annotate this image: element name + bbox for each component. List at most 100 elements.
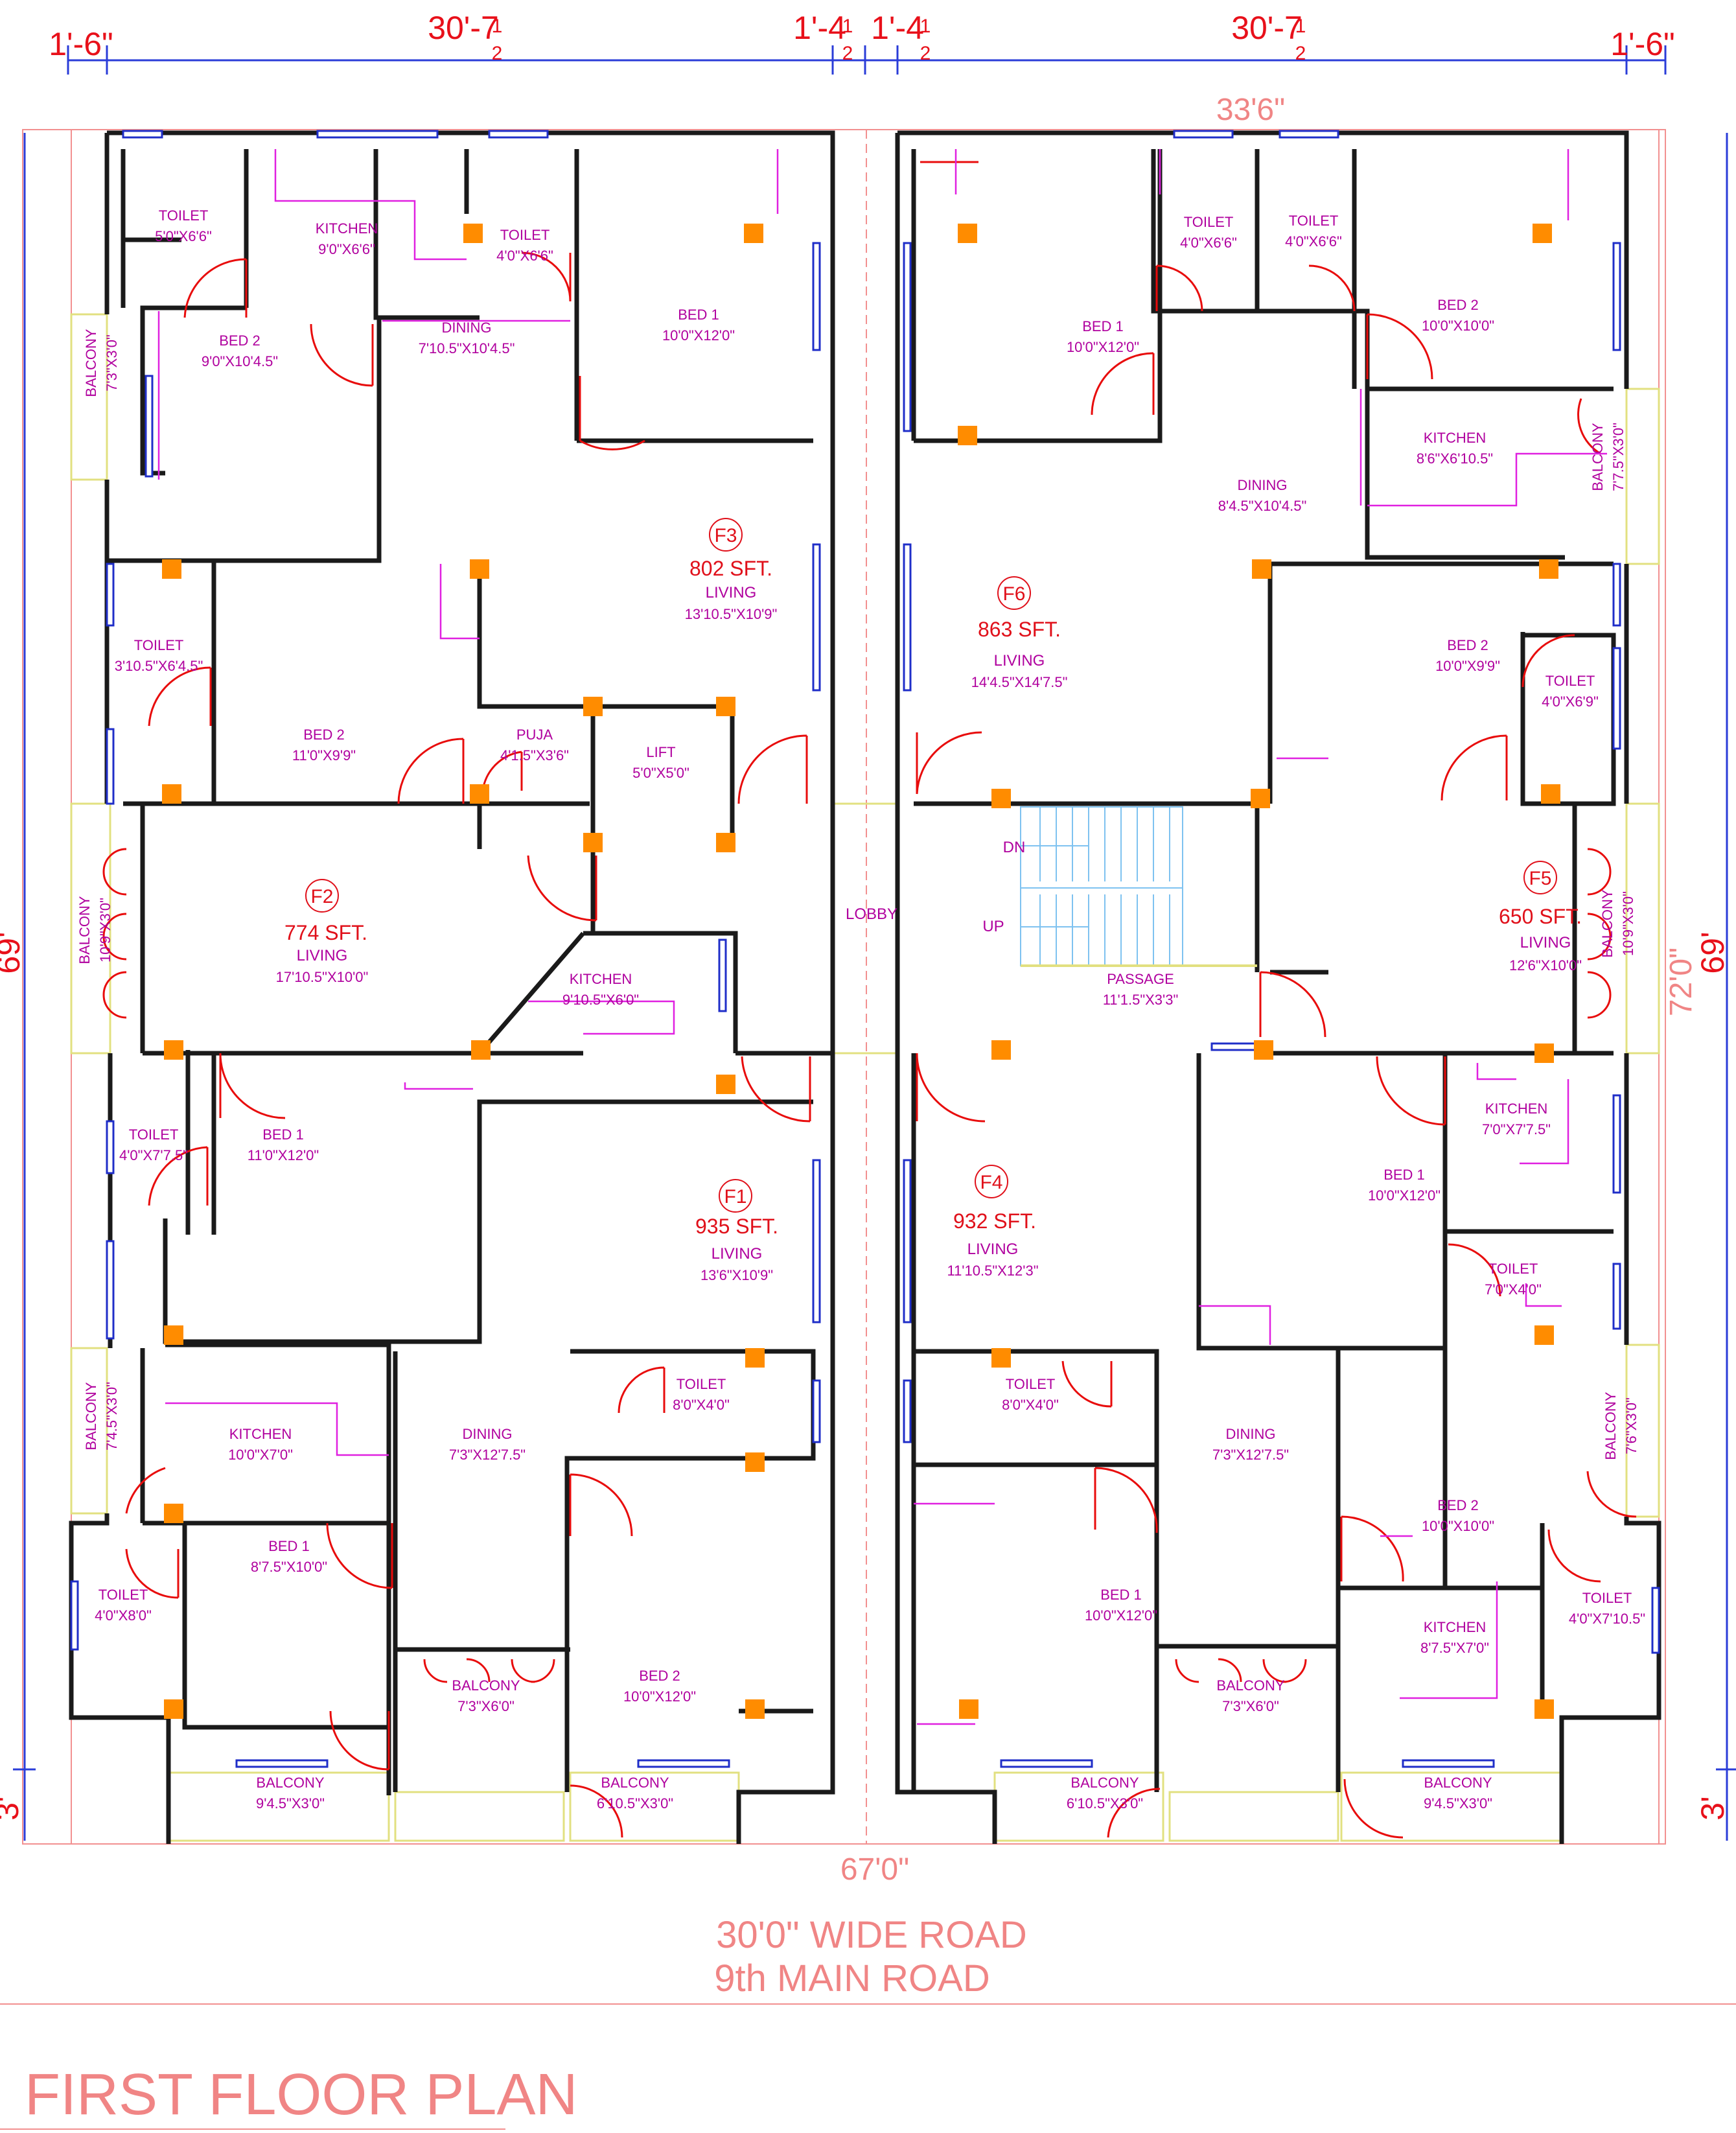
- room-size: 4'0"X7'10.5": [1569, 1611, 1645, 1627]
- unit-f6-id: F6: [1002, 583, 1025, 605]
- room-size: 4'1.5"X3'6": [500, 747, 569, 763]
- road-line-2: 9th MAIN ROAD: [714, 1957, 990, 1999]
- room-name: TOILET: [677, 1376, 726, 1392]
- column-marker: [1252, 559, 1271, 579]
- page-title: FIRST FLOOR PLAN: [25, 2062, 578, 2127]
- room-name: TOILET: [134, 637, 184, 653]
- room-toilet: TOILET 4'0"X6'6": [496, 227, 553, 264]
- room-bed-2: BED 29'0"X10'4.5": [202, 332, 278, 369]
- room-name: BALCONY: [83, 1382, 99, 1450]
- room-name: TOILET: [129, 1126, 179, 1143]
- room-name: KITCHEN: [1424, 1619, 1487, 1635]
- room-size: 8'7.5"X7'0": [1420, 1640, 1489, 1656]
- column-marker: [716, 1075, 735, 1094]
- room-name: DINING: [463, 1426, 513, 1442]
- column-marker: [162, 784, 181, 804]
- room-balcony: BALCONY 7'4.5"X3'0": [83, 1382, 120, 1451]
- column-marker: [164, 1040, 183, 1060]
- room-size: 9'0"X10'4.5": [202, 353, 278, 369]
- room-balcony: BALCONY 9'4.5"X3'0": [1424, 1775, 1492, 1812]
- column-marker: [959, 1699, 978, 1719]
- room-size: 7'3"X3'0": [104, 334, 120, 391]
- room-size: 7'3"X6'0": [457, 1698, 515, 1714]
- room-name: BALCONY: [1424, 1775, 1492, 1791]
- room-size: 7'10.5"X10'4.5": [419, 340, 515, 356]
- room-size: 5'0"X5'0": [632, 765, 689, 781]
- room-size: 4'0"X7'7.5": [119, 1147, 188, 1163]
- room-name: KITCHEN: [316, 220, 378, 237]
- room-size: 7'3"X12'7.5": [1212, 1447, 1289, 1463]
- room-name: TOILET: [500, 227, 550, 243]
- room-size: 4'0"X6'6": [1180, 235, 1237, 251]
- frac-num-2: 1: [842, 16, 853, 37]
- column-marker: [745, 1348, 765, 1368]
- room-size: 7'4.5"X3'0": [104, 1382, 120, 1451]
- dim-top-6: 1'-6": [1610, 26, 1675, 62]
- unit-f2-living-dim: 17'10.5"X10'0": [276, 969, 369, 985]
- room-size: 9'4.5"X3'0": [1424, 1795, 1492, 1812]
- room-name: BALCONY: [1599, 889, 1615, 957]
- room-size: 11'1.5"X3'3": [1103, 992, 1179, 1008]
- columns: [162, 224, 1560, 1719]
- room-size: 10'0"X12'0": [623, 1688, 696, 1705]
- unit-f4-area: 932 SFT.: [953, 1209, 1036, 1233]
- room-name: TOILET: [1488, 1261, 1538, 1277]
- room-name: DINING: [1226, 1426, 1276, 1442]
- column-marker: [1533, 224, 1552, 243]
- room-name: TOILET: [1289, 213, 1339, 229]
- room-name: LIFT: [646, 744, 675, 760]
- frac-num-3: 1: [920, 16, 931, 37]
- room-size: 7'3"X12'7.5": [449, 1447, 526, 1463]
- unit-f4-living-dim: 11'10.5"X12'3": [947, 1263, 1038, 1279]
- room-bed-1: BED 18'7.5"X10'0": [251, 1538, 327, 1575]
- column-marker: [1534, 1699, 1554, 1719]
- room-name: BED 2: [303, 727, 345, 743]
- frac-num-4: 1: [1295, 16, 1306, 37]
- room-toilet: TOILET 3'10.5"X6'4.5": [115, 637, 203, 674]
- room-name: BED 1: [678, 307, 719, 323]
- room-bed-1: BED 110'0"X12'0": [662, 307, 735, 344]
- room-name: DINING: [1238, 477, 1288, 493]
- column-marker: [1251, 789, 1270, 808]
- room-size: 9'0"X6'6": [318, 241, 375, 257]
- room-name: KITCHEN: [1424, 430, 1487, 446]
- column-marker: [1534, 1043, 1554, 1063]
- room-labels: TOILET5'0"X6'6"KITCHEN9'0"X6'6"TOILET4'0…: [76, 207, 1645, 1812]
- column-marker: [1539, 559, 1558, 579]
- lobby-label: LOBBY: [846, 905, 897, 923]
- room-name: BED 2: [639, 1668, 680, 1684]
- room-dining: DINING 7'3"X12'7.5": [449, 1426, 526, 1463]
- dimension-labels: 1'-6" 30'-7 1'-4 1'-4 30'-7 1'-6" 1 2 1 …: [0, 10, 1731, 1887]
- room-name: TOILET: [98, 1587, 148, 1603]
- room-size: 4'0"X6'6": [496, 248, 553, 264]
- dim-top-2: 30'-7: [428, 10, 499, 46]
- fixture-lines: [157, 149, 1607, 1725]
- room-lift: LIFT 5'0"X5'0": [632, 744, 689, 781]
- room-name: KITCHEN: [570, 971, 632, 987]
- room-name: DINING: [442, 320, 492, 336]
- room-bed-2: BED 210'0"X10'0": [1422, 297, 1494, 334]
- room-size: 10'9"X3'0": [1620, 891, 1636, 956]
- frac-den-2: 2: [842, 43, 853, 64]
- room-size: 10'0"X12'0": [1368, 1187, 1441, 1204]
- column-marker: [470, 784, 489, 804]
- column-marker: [164, 1325, 183, 1345]
- column-marker: [716, 697, 735, 716]
- staircase: [1020, 806, 1257, 967]
- road-labels: 30'0" WIDE ROAD 9th MAIN ROAD: [714, 1914, 1027, 1999]
- column-marker: [164, 1699, 183, 1719]
- room-size: 3'10.5"X6'4.5": [115, 658, 203, 674]
